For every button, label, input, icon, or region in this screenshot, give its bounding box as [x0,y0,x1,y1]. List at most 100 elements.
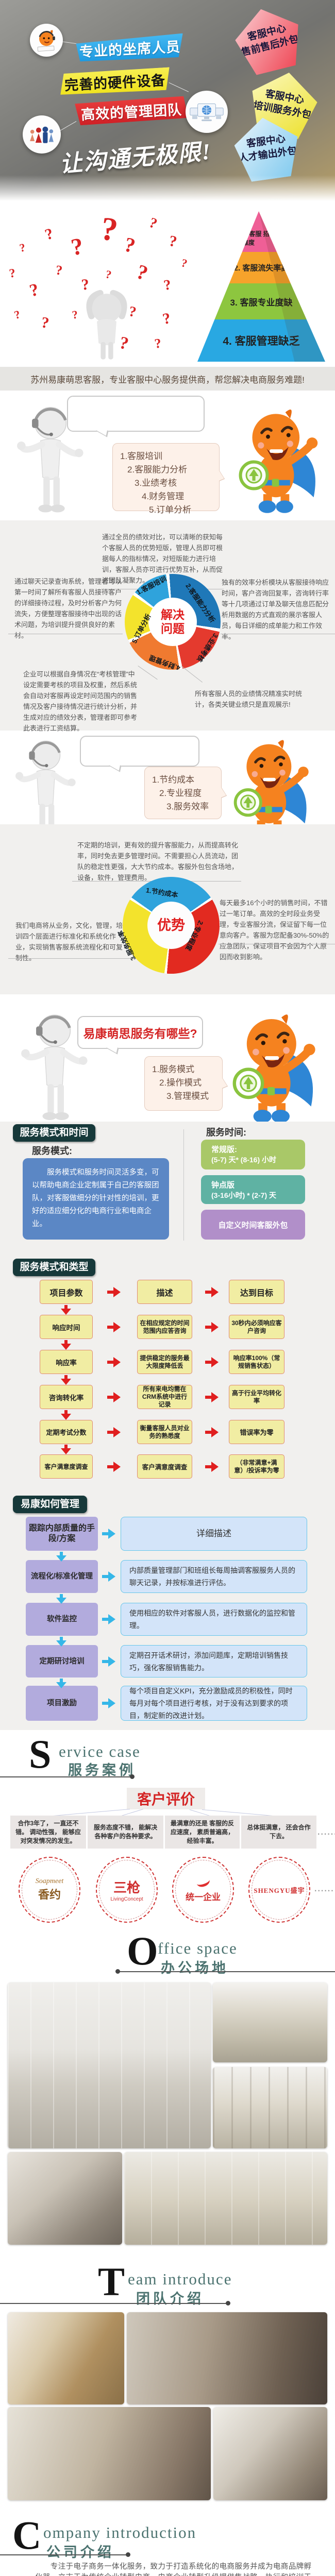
pyramid-level-4: 4. 客服管理缺乏 [197,319,325,362]
question-mark: ? [43,225,56,244]
question-mark: ? [161,309,173,328]
question-title-bubble: 易康萌思服务有哪些? [77,1016,203,1055]
ribbon-label: 专业的坐席人员 [79,39,181,60]
bubble-tail [106,1042,119,1055]
office-photo-floor [124,2152,327,2245]
flow-cell: 客户满意度调查 [137,1454,192,1479]
bubble-tail [96,425,109,437]
team-photo-4 [213,2407,327,2500]
section-title-cn: 公司介绍 [46,2545,114,2560]
question-mark: ? [180,256,189,270]
flow-cell: 所有来电均需在CRM系统中进行记录 [137,1385,192,1409]
stamp-ring [175,1860,231,1920]
pyramid-level-2: 2. 客服流失率高 [197,251,325,284]
question-mark: ? [153,335,162,351]
list-item: 5.订单分析 [149,505,192,515]
review-card: 总体挺满意， 还会合作下去。 [241,1816,316,1849]
mgmt-desc: 内部质量管理部门和班组长每周抽调客服服务人员的聊天记录，并按标准进行评估。 [121,1560,307,1593]
donut-center: 解决 问题 [148,598,197,646]
hero-slogan: 让沟通无极限! [58,139,213,177]
company-paragraph: 专注于电子商务一体化服务，致力于打造系统化的电商服务并成为电商品牌孵化器，立志于… [35,2563,311,2576]
section-title-en: ervice case [59,1742,141,1760]
list-item: 1.服务模式 [152,1064,195,1074]
section-title-cn: 团队介绍 [136,2291,204,2307]
vertical-divider [183,1129,184,1241]
problem-pyramid: 1. 客服 招聘难度 2. 客服流失率高 3. 客服专业度缺 4. 客服管理缺乏 [197,211,325,362]
question-mark: ? [147,214,160,232]
list-item: 2.客服能力分析 [127,465,188,474]
question-mark: ? [12,307,22,322]
time-box-hourly: 钟点版 (3-16小时) * (2-7) 天 [201,1175,305,1204]
mgmt-desc: 定期召开话术研讨，添加问题库，定期培训销售技巧，强化客服销售能力。 [121,1645,307,1677]
donut-center-text: 解决 [161,608,185,621]
flow-cell: 衡量客服人员对业务的熟悉度 [137,1420,192,1444]
team-photo-1 [8,2312,124,2404]
team-silhouette-icon [30,126,54,143]
flow-cell: 错误率为零 [229,1420,284,1444]
question-mark: ? [133,260,151,285]
header-rule [119,1971,335,1972]
speech-bubble-empty [80,736,199,772]
header-rule-dot [130,1774,135,1779]
hardware-badge [186,91,228,133]
section-title-en: ffice space [158,1939,238,1957]
question-mark: ? [8,266,16,281]
stamp-ring [99,1860,155,1920]
mgmt-desc: 使用相应的软件对客服人员，进行数据化的监控和管理。 [121,1603,307,1636]
header-rule [0,1776,132,1777]
office-photo-cubicles-2 [213,2067,327,2148]
benefit-list-bubble: 1.节约成本 2.专业程度 3.服务效率 [144,767,227,819]
solve-text-top: 通过全员的绩效对比，可以清晰的获知每个客服人员的优势短版，管理人员即可根据每人的… [102,533,223,584]
advantage-text-top: 不定期的培训，更有效的提升客服能力，从而提高转化率，同时免去更多管理时间。不需要… [77,841,239,882]
hero-banner: 专业的坐席人员 完善的硬件设备 高效的管理团队 让沟通无极限! 客服中心 售前售… [0,0,335,201]
agent-mascot-badge [30,24,63,57]
review-card: 最满意的还是 客服的反应速度， 素质普遍高， 经验丰富。 [165,1816,240,1849]
flow-cell: 客户满意度调查 [40,1454,93,1479]
pyramid-level-3: 3. 客服专业度缺 [197,283,325,320]
connector-line [169,82,189,92]
header-rule-dot [226,2301,230,2306]
donut-center: 优势 [147,902,195,949]
pyramid-label: 4. 客服管理缺乏 [223,335,300,348]
mgmt-step: 跟踪内部质量的手段/方案 [26,1517,98,1551]
question-mark: ? [162,277,173,294]
solve-text-right2: 所有客服人员的业绩情况精准实时统计，各类关键业绩只是直观展示! [195,690,303,708]
tagline-bar: 苏州易康萌思客服，专业客服中心服务提供商，帮您解决电商服务难题! [0,367,335,391]
flow-cell: 咨询转化率 [40,1385,93,1409]
mgmt-step: 定期研讨培训 [26,1645,98,1677]
time-box-value: (5-7) 天* (8-16) 小时 [211,1156,277,1164]
list-item: 3.业绩考核 [135,478,177,488]
service-list-bubble: 1.客服培训 2.客服能力分析 3.业绩考核 4.财务管理 5.订单分析 [112,443,225,515]
list-item: 3.管理模式 [166,1091,209,1101]
flow-cell: 30秒内必须响应客户咨询 [229,1315,284,1339]
flow-cell: 响应率 [40,1350,93,1374]
section-letter: S [29,1732,52,1776]
divider-line [8,958,132,959]
list-item: 4.财务管理 [142,492,185,501]
section-title-cn: 服务案例 [68,1762,136,1778]
question-mark: ? [122,232,138,258]
time-box-custom: 自定义时间客服外包 [201,1210,305,1240]
brand-mascot-icon [232,1011,323,1126]
question-mark: ? [55,262,63,278]
flow-cell: 提供稳定的服务最大限度降低丢 [137,1350,192,1374]
pentagon-presale: 客服中心 售前售后外包 [229,2,308,78]
advantage-donut-chart: 优势 [123,877,220,974]
mgmt-step: 流程化/标准化管理 [26,1560,98,1593]
question-mark: ? [18,241,27,255]
question-mark: ? [69,232,86,261]
company-intro-text: 专注于电子商务一体化服务，致力于打造系统化的电商服务并成为电商品牌孵化器，立志于… [35,2562,311,2576]
office-photo-meeting-room [8,2152,122,2245]
ribbon-team: 高效的管理团队 [75,96,188,125]
review-card: 服务态度不错， 能解决各种客户的各种要求。 [88,1816,163,1849]
team-photo-2 [127,2312,327,2404]
header-rule-dot [126,2552,130,2557]
flow-cell: 定期考试分数 [40,1420,93,1444]
solve-text-left1: 通过聊天记录查询系统，管理者可以第一时间了解所有客服人员接待客户的详细接待过程，… [14,578,122,639]
solve-text-right1: 独有的效率分析模块从客服接待响应时间，客户咨询回复率，咨询转行率等十几项通过订单… [222,579,329,640]
section-letter: C [12,2513,42,2557]
advantage-text-right: 每天最多16个小时的销售时间，不错过一笔订单。高效的全时段业务受理，专业客服分流… [220,899,329,961]
time-box-title: 自定义时间客服外包 [218,1221,288,1230]
mode-text-box: 服务模式和服务时间灵活多变，可以帮助电商企业定制属于自己的客服团队，对客服做细分… [23,1158,169,1240]
